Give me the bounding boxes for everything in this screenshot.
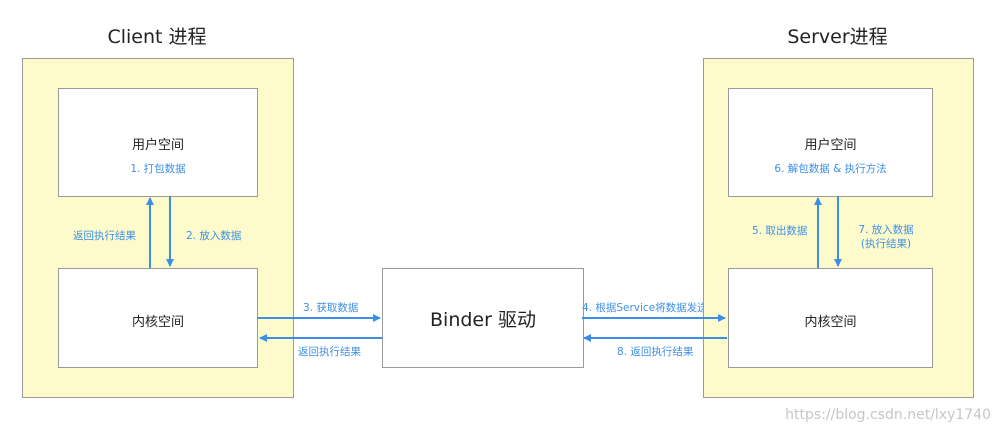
client-return-result-note: 返回执行结果 [73, 230, 136, 242]
server-process-title: Server进程 [787, 26, 888, 48]
server-kernel-space-box: 内核空间 [728, 268, 933, 368]
client-process-title: Client 进程 [107, 26, 207, 48]
server-put-data-line2: (执行结果) [860, 238, 912, 250]
binder-return-result-left-note: 返回执行结果 [298, 346, 361, 358]
client-pack-data-note: 1. 打包数据 [130, 163, 186, 175]
client-process-container: 用户空间 1. 打包数据 内核空间 [22, 58, 294, 398]
server-kernel-space-label: 内核空间 [804, 315, 857, 330]
binder-return-result-right-note: 8. 返回执行结果 [617, 346, 694, 358]
client-kernel-space-label: 内核空间 [131, 315, 184, 330]
server-put-data-note: 7. 放入数据 (执行结果) [848, 223, 924, 251]
server-put-data-line1: 7. 放入数据 [858, 224, 914, 236]
client-user-space-label: 用户空间 [131, 138, 184, 153]
watermark-url: https://blog.csdn.net/lxy1740 [785, 407, 991, 423]
client-kernel-space-box: 内核空间 [58, 268, 258, 368]
server-user-space-label: 用户空间 [804, 138, 857, 153]
client-user-space-box: 用户空间 1. 打包数据 [58, 88, 258, 197]
binder-send-to-service-note: 4. 根据Service将数据发送 [582, 302, 708, 314]
binder-driver-label: Binder 驱动 [430, 309, 536, 331]
server-unpack-execute-note: 6. 解包数据 & 执行方法 [774, 163, 887, 175]
server-user-space-box: 用户空间 6. 解包数据 & 执行方法 [728, 88, 933, 197]
client-put-data-note: 2. 放入数据 [186, 230, 242, 242]
server-take-data-note: 5. 取出数据 [752, 225, 808, 237]
binder-driver-box: Binder 驱动 [382, 268, 584, 368]
binder-get-data-note: 3. 获取数据 [303, 302, 359, 314]
